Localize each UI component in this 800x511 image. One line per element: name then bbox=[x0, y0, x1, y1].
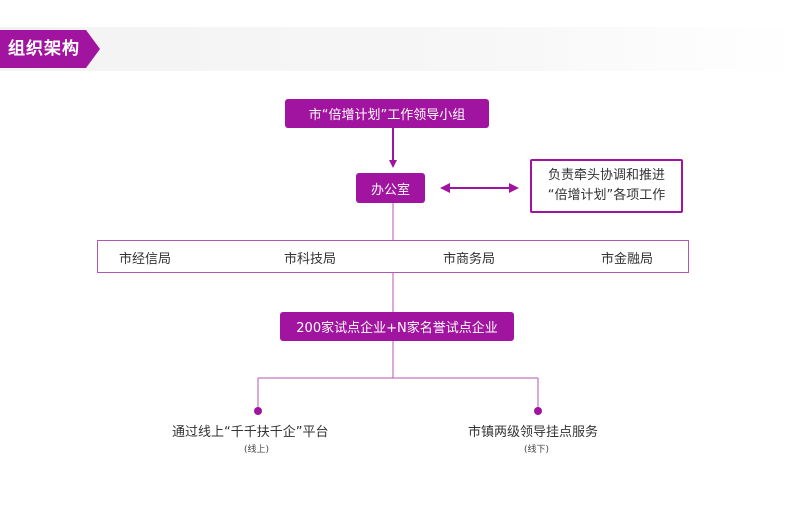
title-tab bbox=[0, 30, 100, 68]
offline-service-label: 市镇两级领导挂点服务 bbox=[468, 425, 599, 440]
bureau-item: 市经信局 bbox=[119, 252, 172, 267]
bureau-item: 市金融局 bbox=[601, 252, 654, 267]
page-title: 组织架构 bbox=[8, 39, 80, 59]
office-role-line2: “倍增计划”各项工作 bbox=[547, 188, 666, 203]
office-role-line1: 负责牵头协调和推进 bbox=[547, 168, 665, 183]
office-role-node: 负责牵头协调和推进 “倍增计划”各项工作 bbox=[530, 159, 683, 213]
offline-note: (线下) bbox=[524, 445, 550, 455]
leading-group-node: 市“倍增计划”工作领导小组 bbox=[285, 99, 489, 128]
header-band bbox=[0, 27, 800, 71]
enterprises-node: 200家试点企业+N家名誉试点企业 bbox=[280, 312, 514, 341]
double-arrow-left-head bbox=[440, 183, 450, 193]
double-arrow-right-head bbox=[509, 183, 519, 193]
online-note: (线上) bbox=[244, 445, 270, 455]
office-node: 办公室 bbox=[356, 173, 425, 203]
online-platform-label: 通过线上“千千扶千企”平台 bbox=[172, 425, 329, 440]
bureau-item: 市商务局 bbox=[443, 252, 496, 267]
bureau-item: 市科技局 bbox=[284, 252, 337, 267]
branch-right-dot bbox=[534, 407, 542, 415]
branch-left-dot bbox=[254, 407, 262, 415]
bureaus-row bbox=[97, 240, 689, 273]
